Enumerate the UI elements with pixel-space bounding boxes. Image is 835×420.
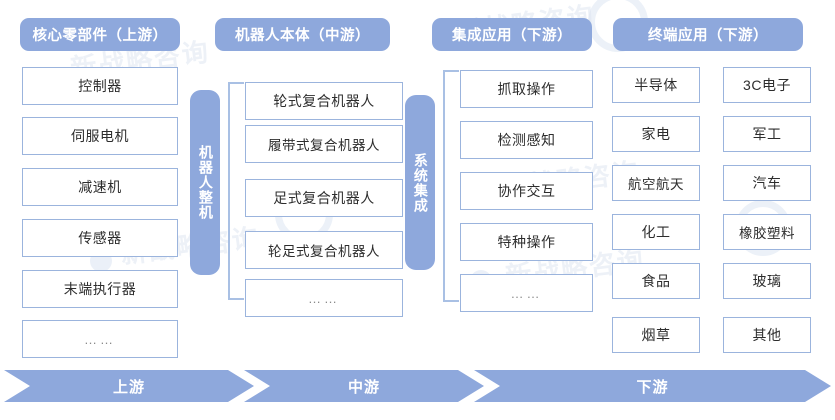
- stage-arrow-upstream[interactable]: 上游: [4, 370, 254, 402]
- item-box[interactable]: 足式复合机器人: [245, 179, 403, 217]
- stage-arrow-downstream[interactable]: 下游: [474, 370, 831, 402]
- vertical-label-system-integration-text: 系统集成: [412, 152, 429, 213]
- vertical-label-system-integration: 系统集成: [405, 95, 435, 270]
- item-box[interactable]: 传感器: [22, 219, 178, 257]
- item-box[interactable]: 汽车: [723, 165, 811, 201]
- item-box[interactable]: 3C电子: [723, 67, 811, 103]
- item-box[interactable]: 轮式复合机器人: [245, 82, 403, 120]
- item-box[interactable]: 军工: [723, 116, 811, 152]
- item-box[interactable]: 减速机: [22, 168, 178, 206]
- item-box[interactable]: 履带式复合机器人: [245, 125, 403, 163]
- bracket-connector-downstream: [443, 70, 459, 302]
- vertical-label-robot-unit-text: 机器人整机: [197, 145, 214, 220]
- item-box[interactable]: 轮足式复合机器人: [245, 231, 403, 269]
- item-box-ellipsis[interactable]: ……: [22, 320, 178, 358]
- item-box[interactable]: 食品: [612, 263, 700, 299]
- vertical-label-robot-unit: 机器人整机: [190, 90, 220, 275]
- item-box[interactable]: 化工: [612, 214, 700, 250]
- item-box[interactable]: 特种操作: [460, 223, 593, 261]
- item-box[interactable]: 玻璃: [723, 263, 811, 299]
- item-box[interactable]: 烟草: [612, 317, 700, 353]
- column-header-integrated-application: 集成应用（下游）: [432, 18, 592, 51]
- bracket-connector-midstream: [228, 82, 244, 300]
- item-box[interactable]: 伺服电机: [22, 117, 178, 155]
- item-box-ellipsis[interactable]: ……: [460, 274, 593, 312]
- stage-arrow-midstream[interactable]: 中游: [244, 370, 484, 402]
- item-box[interactable]: 橡胶塑料: [723, 214, 811, 250]
- item-box[interactable]: 家电: [612, 116, 700, 152]
- item-box[interactable]: 控制器: [22, 67, 178, 105]
- column-header-terminal-application: 终端应用（下游）: [613, 18, 803, 51]
- column-header-robot-body: 机器人本体（中游）: [215, 18, 390, 51]
- column-header-core-parts: 核心零部件（上游）: [20, 18, 180, 51]
- item-box[interactable]: 协作交互: [460, 172, 593, 210]
- item-box[interactable]: 其他: [723, 317, 811, 353]
- item-box[interactable]: 半导体: [612, 67, 700, 103]
- item-box[interactable]: 末端执行器: [22, 270, 178, 308]
- item-box[interactable]: 抓取操作: [460, 70, 593, 108]
- item-box-ellipsis[interactable]: ……: [245, 279, 403, 317]
- item-box[interactable]: 检测感知: [460, 121, 593, 159]
- item-box[interactable]: 航空航天: [612, 165, 700, 201]
